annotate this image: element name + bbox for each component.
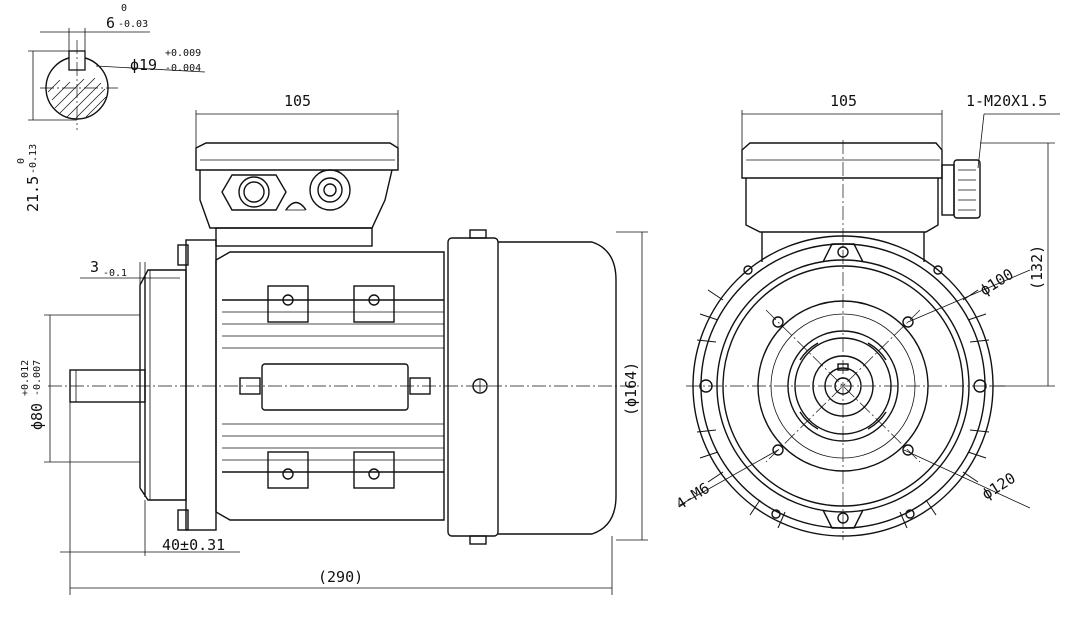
- flange-step-label: 3: [90, 258, 99, 276]
- fins: [696, 289, 990, 529]
- key-depth-label: 21.5: [24, 176, 42, 212]
- shaft-diameter-label: ϕ19: [130, 56, 157, 74]
- body-diameter-label: (ϕ164): [622, 362, 640, 416]
- pcd-bolt-label: ϕ100: [977, 265, 1017, 299]
- plug-icon: [309, 169, 351, 211]
- shaft-diameter-tol-lower: -0.004: [165, 63, 201, 74]
- terminal-box-end: [741, 142, 981, 262]
- cable-gland-label: 1-M20X1.5: [966, 92, 1047, 110]
- spigot-tol-upper: +0.012: [20, 360, 31, 396]
- flange-face: [757, 300, 929, 472]
- bolt-holes-label: 4-M6: [673, 479, 713, 513]
- key-width-tol-lower: -0.03: [118, 19, 148, 30]
- spigot-diameter-label: ϕ80: [28, 403, 46, 430]
- bolt-holes: [772, 316, 914, 456]
- bolt-hole-icon: [772, 444, 784, 456]
- bolt-hole-icon: [902, 316, 914, 328]
- gland-nut-icon: [221, 174, 287, 211]
- bolt-hole-icon: [772, 316, 784, 328]
- terminal-box-width-end: 105: [830, 92, 857, 110]
- side-view: 105 3 -0.1 ϕ80 +0.012 -0.007 (ϕ164) 40±0…: [20, 92, 648, 595]
- nameplate: [261, 363, 409, 411]
- flange: [139, 239, 217, 531]
- cable-gland-icon: [941, 164, 955, 216]
- key-depth-tol-lower: -0.13: [28, 144, 39, 174]
- bolt-hole-icon: [902, 444, 914, 456]
- shaft-key-section: 6 0 -0.03 ϕ19 +0.009 -0.004 21.5 0 -0.13: [16, 3, 206, 212]
- end-view: 105 1-M20X1.5 (132) ϕ100 ϕ120 4-M6: [673, 92, 1060, 540]
- fan-cover: [447, 229, 617, 545]
- key-depth-tol-upper: 0: [16, 158, 27, 164]
- key-width-label: 6: [106, 14, 115, 32]
- finned-housing: [692, 235, 994, 537]
- spigot-tol-lower: -0.007: [32, 360, 43, 396]
- pcd-outer-label: ϕ120: [979, 469, 1019, 503]
- fan-cover-screw-icon: [472, 378, 488, 394]
- overall-length-label: (290): [318, 568, 363, 586]
- terminal-box-width-side: 105: [284, 92, 311, 110]
- motor-body: [215, 251, 445, 521]
- key-width-tol-upper: 0: [121, 3, 127, 14]
- section-hatching: [47, 77, 107, 119]
- flange-step-tol: -0.1: [103, 268, 127, 279]
- height-label: (132): [1028, 245, 1046, 290]
- shaft-diameter-tol-upper: +0.009: [165, 48, 201, 59]
- terminal-box-side: [195, 142, 399, 247]
- shaft-length-label: 40±0.31: [162, 536, 225, 554]
